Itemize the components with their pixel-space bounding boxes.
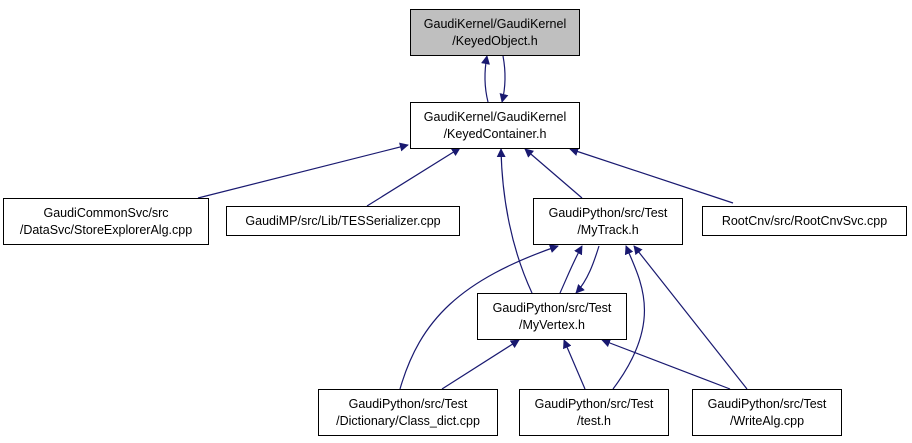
node-writealg-line1: GaudiPython/src/Test (707, 396, 827, 411)
node-keyedcontainer-line2: /KeyedContainer.h (443, 126, 547, 141)
node-classdict[interactable]: GaudiPython/src/Test /Dictionary/Class_d… (318, 389, 498, 436)
node-storeexploreralg[interactable]: GaudiCommonSvc/src /DataSvc/StoreExplore… (3, 198, 209, 245)
edge-writealg-to-mytrack (633, 245, 748, 390)
node-keyedobject-line2: /KeyedObject.h (452, 33, 538, 48)
node-classdict-line2: /Dictionary/Class_dict.cpp (336, 413, 480, 428)
node-mytrack-line1: GaudiPython/src/Test (548, 205, 668, 220)
node-writealg[interactable]: GaudiPython/src/Test /WriteAlg.cpp (692, 389, 842, 436)
node-keyedobject: GaudiKernel/GaudiKernel /KeyedObject.h (410, 9, 580, 56)
node-keyedobject-line1: GaudiKernel/GaudiKernel (423, 16, 567, 31)
edge-classdict-to-mytrack (399, 244, 559, 390)
node-mytrack[interactable]: GaudiPython/src/Test /MyTrack.h (533, 198, 683, 245)
node-rootcnvsvc-line1: RootCnv/src/RootCnvSvc.cpp (721, 213, 888, 228)
node-storeexploreralg-line1: GaudiCommonSvc/src (43, 205, 169, 220)
edge-myvertex-to-mytrack (559, 245, 583, 294)
node-myvertex[interactable]: GaudiPython/src/Test /MyVertex.h (477, 293, 627, 340)
edge-myvertex-to-keyedcontainer (496, 148, 533, 294)
node-tesserializer[interactable]: GaudiMP/src/Lib/TESSerializer.cpp (226, 206, 460, 236)
node-tesserializer-line1: GaudiMP/src/Lib/TESSerializer.cpp (245, 213, 441, 228)
node-myvertex-line2: /MyVertex.h (519, 317, 585, 332)
edge-tesserializer-to-keyedcontainer (366, 147, 461, 207)
node-storeexploreralg-line2: /DataSvc/StoreExplorerAlg.cpp (19, 222, 193, 237)
edge-mytrack-to-keyedcontainer (524, 148, 583, 199)
edge-testh-to-myvertex (563, 339, 586, 390)
node-testh-line1: GaudiPython/src/Test (534, 396, 654, 411)
node-classdict-line1: GaudiPython/src/Test (348, 396, 468, 411)
node-writealg-line2: /WriteAlg.cpp (729, 413, 805, 428)
edge-testh-to-mytrack (612, 245, 645, 390)
edge-mytrack-to-myvertex (575, 245, 600, 294)
edge-storeexploreralg-to-keyedcontainer (197, 142, 409, 199)
node-testh[interactable]: GaudiPython/src/Test /test.h (519, 389, 669, 436)
node-keyedcontainer-line1: GaudiKernel/GaudiKernel (423, 109, 567, 124)
node-myvertex-line1: GaudiPython/src/Test (492, 300, 612, 315)
edge-keyedcontainer-to-keyedobject (481, 55, 490, 103)
node-mytrack-line2: /MyTrack.h (577, 222, 639, 237)
edge-classdict-to-myvertex (441, 339, 520, 390)
node-testh-line2: /test.h (576, 413, 612, 428)
edge-rootcnvsvc-to-keyedcontainer (569, 147, 734, 204)
node-rootcnvsvc[interactable]: RootCnv/src/RootCnvSvc.cpp (702, 206, 907, 236)
node-keyedcontainer[interactable]: GaudiKernel/GaudiKernel /KeyedContainer.… (410, 102, 580, 149)
edge-writealg-to-myvertex (601, 338, 731, 390)
edge-keyedobject-to-keyedcontainer (499, 55, 509, 103)
